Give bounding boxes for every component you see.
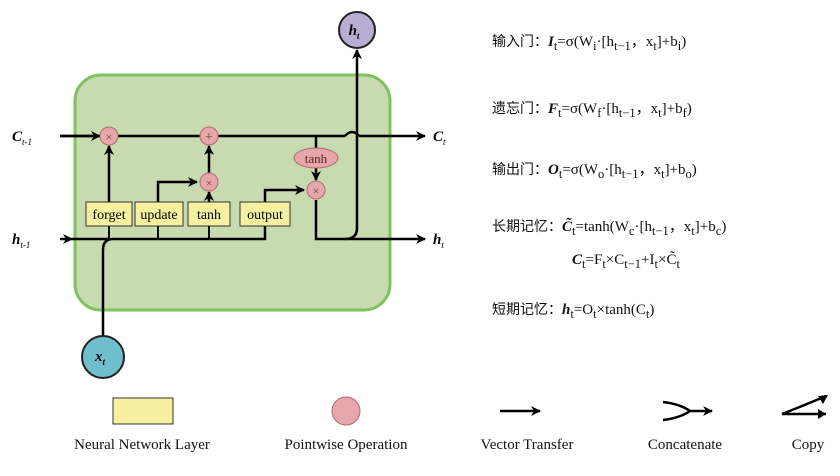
layer-tanh: tanh [187,201,231,227]
layer-output: output [239,201,291,227]
svg-text:ht: ht [349,23,360,41]
legend-copy-head-1 [818,409,826,419]
legend-concatenate: Concatenate [647,437,723,453]
op-forget-mult-symbol: × [106,130,113,144]
c-prev-sub: t-1 [22,137,32,147]
x-input-sub: t [102,357,105,367]
layer-output-label: output [247,208,283,223]
eq-long-memory-label: 长期记忆： [492,219,562,235]
layer-tanh-label: tanh [197,208,221,223]
update-to-mult [156,177,198,202]
eq-short-memory-label: 短期记忆： [492,302,562,318]
eq-output-gate-label: 输出门： [492,162,548,178]
legend-vector-transfer: Vector Transfer [480,437,574,453]
op-output-mult-symbol: × [313,184,320,198]
c-out-sub: t [443,137,446,147]
op-forget-mult: × [99,126,119,146]
legend-op-swatch [331,396,361,426]
x-input-curve [101,226,267,340]
op-update-mult-symbol: × [206,176,213,190]
op-tanh-label: tanh [305,151,328,166]
op-add: + [199,126,219,146]
op-add-symbol: + [205,130,213,145]
legend-neural-layer: Neural Network Layer [74,437,210,453]
svg-text:xt: xt [94,349,106,367]
svg-text:Ct-1: Ct-1 [12,129,32,147]
h-prev-sub: t-1 [20,240,30,250]
eq-long-memory: 长期记忆：C̃t=tanh(Wc·[ht−1，xt]+bc) [492,219,727,238]
op-update-mult: × [199,172,219,192]
eq-cell-update: Ct=Ft×Ct−1+It×C̃t [572,252,680,271]
c-out-label: C [433,129,444,145]
layer-forget: forget [85,201,133,227]
legend-layer-swatch [112,397,174,425]
h-out-label: h [433,232,441,248]
layer-update-label: update [140,208,177,223]
op-output-mult: × [306,180,326,200]
x-input-node: xt [81,335,125,379]
h-top-sub: t [357,31,360,41]
eq-short-memory: 短期记忆：ht=Ot×tanh(Ct) [492,302,655,321]
svg-text:Ct: Ct [433,129,446,147]
h-out-sub: t [441,240,444,250]
legend-copy-head-2 [818,395,828,404]
eq-input-gate: 输入门：It=σ(Wi·[ht−1，xt]+bi) [492,34,687,53]
layer-update: update [134,201,184,227]
h-copy-up [344,49,362,241]
svg-text:ht: ht [433,232,444,250]
output-to-mult [263,185,305,202]
svg-text:ht-1: ht-1 [12,232,30,250]
legend-pointwise-op: Pointwise Operation [284,437,408,453]
h-top-label: h [349,23,357,39]
mult-to-h-out [314,200,426,244]
h-prev-label: h [12,232,20,248]
eq-forget-gate-label: 遗忘门： [492,101,548,117]
eq-forget-gate: 遗忘门：Ft=σ(Wf·[ht−1，xt]+bf) [492,101,692,120]
h-top-node: ht [338,11,376,49]
eq-output-gate: 输出门：Ot=σ(Wo·[ht−1，xt]+bo) [492,162,697,181]
layer-forget-label: forget [92,208,125,223]
op-tanh: tanh [293,147,339,169]
c-prev-label: C [12,129,23,145]
x-input-label: x [94,349,103,365]
legend-copy: Copy [791,437,825,453]
eq-input-gate-label: 输入门： [492,34,548,50]
legend-concat-swatch [662,402,712,420]
lstm-cell-body [73,73,392,312]
